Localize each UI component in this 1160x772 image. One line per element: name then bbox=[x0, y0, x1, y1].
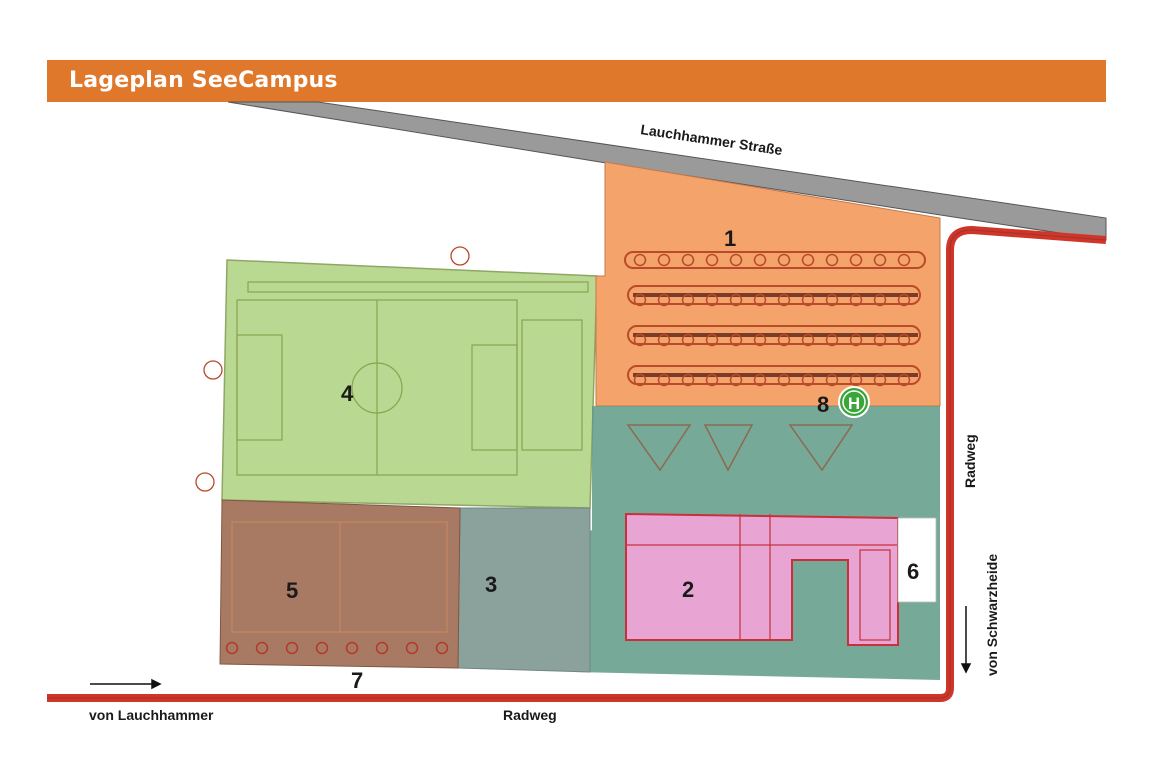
tree-symbol bbox=[681, 293, 695, 307]
tree-symbol bbox=[729, 373, 743, 387]
area-2-label: 2 bbox=[682, 577, 694, 602]
tree-symbol bbox=[633, 293, 647, 307]
tree-symbol bbox=[849, 293, 863, 307]
parking-trees bbox=[633, 253, 911, 387]
area-4-label: 4 bbox=[341, 381, 354, 406]
tree-symbol bbox=[825, 333, 839, 347]
arrow-south-head bbox=[960, 663, 972, 674]
tree-symbol bbox=[849, 253, 863, 267]
survey-markers bbox=[195, 246, 470, 492]
tree-symbol bbox=[729, 293, 743, 307]
forecourt-tree-groups bbox=[626, 424, 854, 472]
arrow-east-head bbox=[151, 678, 162, 690]
tree-symbol bbox=[873, 253, 887, 267]
tree-symbol bbox=[657, 293, 671, 307]
area-5-trees bbox=[225, 641, 449, 655]
area-2-building bbox=[625, 512, 899, 646]
tree-symbol bbox=[801, 293, 815, 307]
parking-tree-row-bars bbox=[633, 293, 918, 377]
tree-symbol bbox=[753, 373, 767, 387]
tree-symbol bbox=[225, 641, 239, 655]
tree-symbol bbox=[681, 333, 695, 347]
tree-symbol bbox=[777, 253, 791, 267]
tree-symbol bbox=[897, 253, 911, 267]
area-6-label: 6 bbox=[907, 559, 919, 584]
tree-symbol bbox=[705, 253, 719, 267]
area-3 bbox=[457, 507, 591, 673]
area-4-sports-field bbox=[221, 259, 598, 509]
tree-symbol bbox=[825, 293, 839, 307]
area-8-label: 8 bbox=[817, 392, 829, 417]
tree-symbol bbox=[729, 253, 743, 267]
tree-symbol bbox=[705, 333, 719, 347]
tree-symbol bbox=[801, 253, 815, 267]
tree-symbol bbox=[825, 373, 839, 387]
direction-arrows bbox=[90, 606, 972, 690]
tree-symbol bbox=[633, 253, 647, 267]
tree-symbol bbox=[375, 641, 389, 655]
tree-symbol bbox=[729, 333, 743, 347]
tree-symbol bbox=[873, 373, 887, 387]
page-title: Lageplan SeeCampus bbox=[69, 68, 338, 93]
tree-symbol bbox=[435, 641, 449, 655]
tree-symbol bbox=[897, 333, 911, 347]
area-5-label: 5 bbox=[286, 578, 298, 603]
tree-symbol bbox=[849, 333, 863, 347]
tree-symbol bbox=[873, 293, 887, 307]
football-pitch-lines bbox=[236, 281, 589, 476]
tree-symbol bbox=[705, 293, 719, 307]
origin-label-east: von Schwarzheide bbox=[984, 554, 1000, 676]
tree-symbol bbox=[345, 641, 359, 655]
parking-rows bbox=[624, 251, 926, 385]
bus-stop-icon: H bbox=[838, 386, 870, 418]
tree-symbol bbox=[777, 373, 791, 387]
tree-symbol bbox=[681, 253, 695, 267]
tree-symbol bbox=[633, 333, 647, 347]
area-7-label: 7 bbox=[351, 668, 363, 693]
tree-symbol bbox=[849, 373, 863, 387]
tree-symbol bbox=[285, 641, 299, 655]
tree-symbol bbox=[681, 373, 695, 387]
title-bar: Lageplan SeeCampus bbox=[47, 60, 1106, 102]
tree-symbol bbox=[777, 333, 791, 347]
tree-symbol bbox=[753, 253, 767, 267]
building-inner-walls bbox=[626, 514, 898, 641]
tree-symbol bbox=[405, 641, 419, 655]
tree-symbol bbox=[777, 293, 791, 307]
tree-symbol bbox=[873, 333, 887, 347]
tree-symbol bbox=[753, 293, 767, 307]
area-5-courts bbox=[231, 521, 448, 633]
bike-path bbox=[47, 225, 1107, 702]
tree-symbol bbox=[753, 333, 767, 347]
tree-symbol bbox=[897, 373, 911, 387]
tree-symbol bbox=[801, 333, 815, 347]
tree-symbol bbox=[801, 373, 815, 387]
bike-path-label-south: Radweg bbox=[503, 707, 557, 723]
bus-stop-symbol: H bbox=[848, 394, 860, 413]
tree-symbol bbox=[705, 373, 719, 387]
tree-symbol bbox=[633, 373, 647, 387]
tree-symbol bbox=[825, 253, 839, 267]
area-3-label: 3 bbox=[485, 572, 497, 597]
origin-label-west: von Lauchhammer bbox=[89, 707, 214, 723]
area-1-label: 1 bbox=[724, 226, 736, 251]
tree-symbol bbox=[657, 253, 671, 267]
tree-symbol bbox=[255, 641, 269, 655]
tree-symbol bbox=[315, 641, 329, 655]
tree-symbol bbox=[897, 293, 911, 307]
tree-symbol bbox=[657, 333, 671, 347]
tree-symbol bbox=[657, 373, 671, 387]
bike-path-label-east: Radweg bbox=[962, 434, 978, 488]
area-6 bbox=[897, 517, 937, 603]
